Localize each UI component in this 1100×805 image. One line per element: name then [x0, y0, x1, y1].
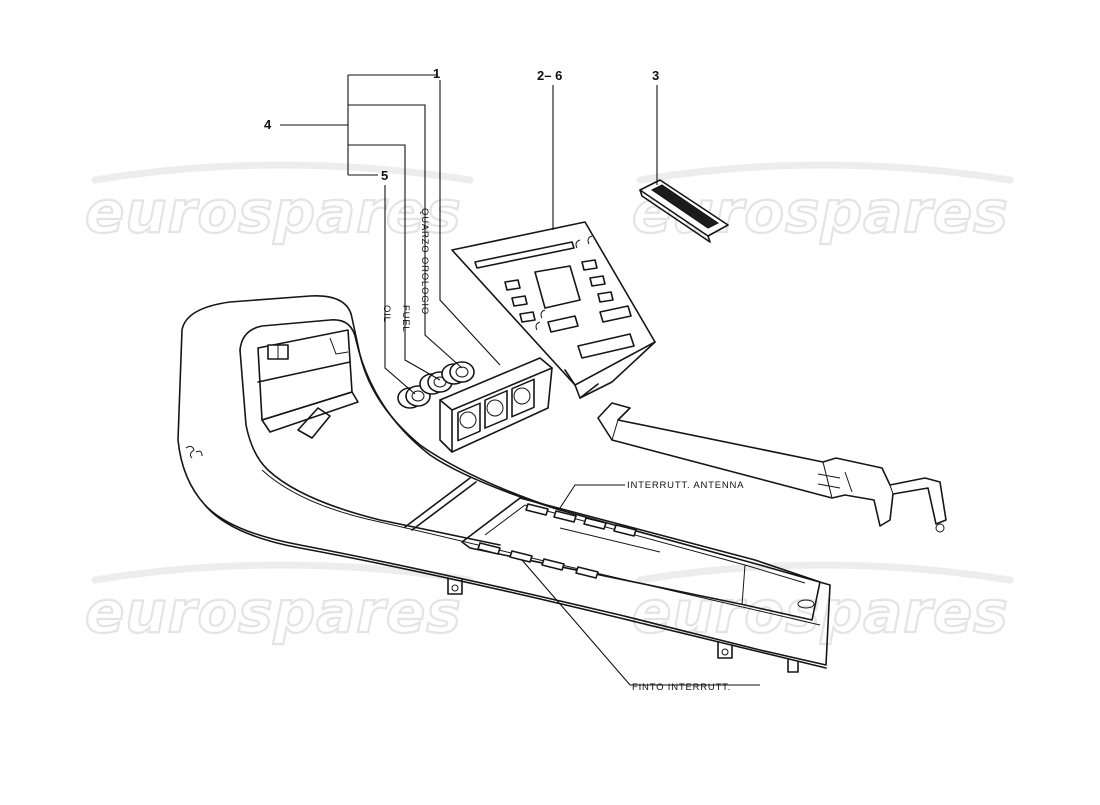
label-fuel: FUEL [400, 305, 411, 332]
watermark-bottom-right: eurospares [632, 578, 1009, 646]
label-antenna-switch: INTERRUTT. ANTENNA [627, 480, 744, 491]
callout-4: 4 [264, 117, 272, 132]
watermark-top-left: eurospares [85, 178, 462, 246]
antenna-switch-slots [525, 503, 637, 537]
label-clock: QUARZO OROLOGIO [419, 208, 430, 315]
watermark-bottom-left: eurospares [85, 578, 462, 646]
upper-panel-part-2-6 [451, 221, 656, 399]
gauge-housing-part-1 [439, 357, 553, 453]
label-dummy-switch: FINTO INTERRUTT. [632, 682, 731, 693]
callout-5: 5 [381, 168, 388, 183]
callout-3: 3 [652, 68, 659, 83]
leader-lines [280, 74, 760, 686]
callouts: 1 2– 6 3 4 5 [264, 66, 659, 183]
gauge-pods [397, 361, 475, 409]
support-bracket [597, 402, 947, 533]
center-console [177, 295, 831, 673]
dummy-switch-slots [477, 542, 599, 579]
callout-1: 1 [433, 66, 440, 81]
label-oil: OIL [381, 305, 392, 323]
callout-2-6: 2– 6 [537, 68, 562, 83]
switch-plate-part-3 [639, 179, 729, 243]
clock-gauge [441, 361, 475, 385]
gauge-labels: OIL FUEL QUARZO OROLOGIO [381, 208, 430, 332]
